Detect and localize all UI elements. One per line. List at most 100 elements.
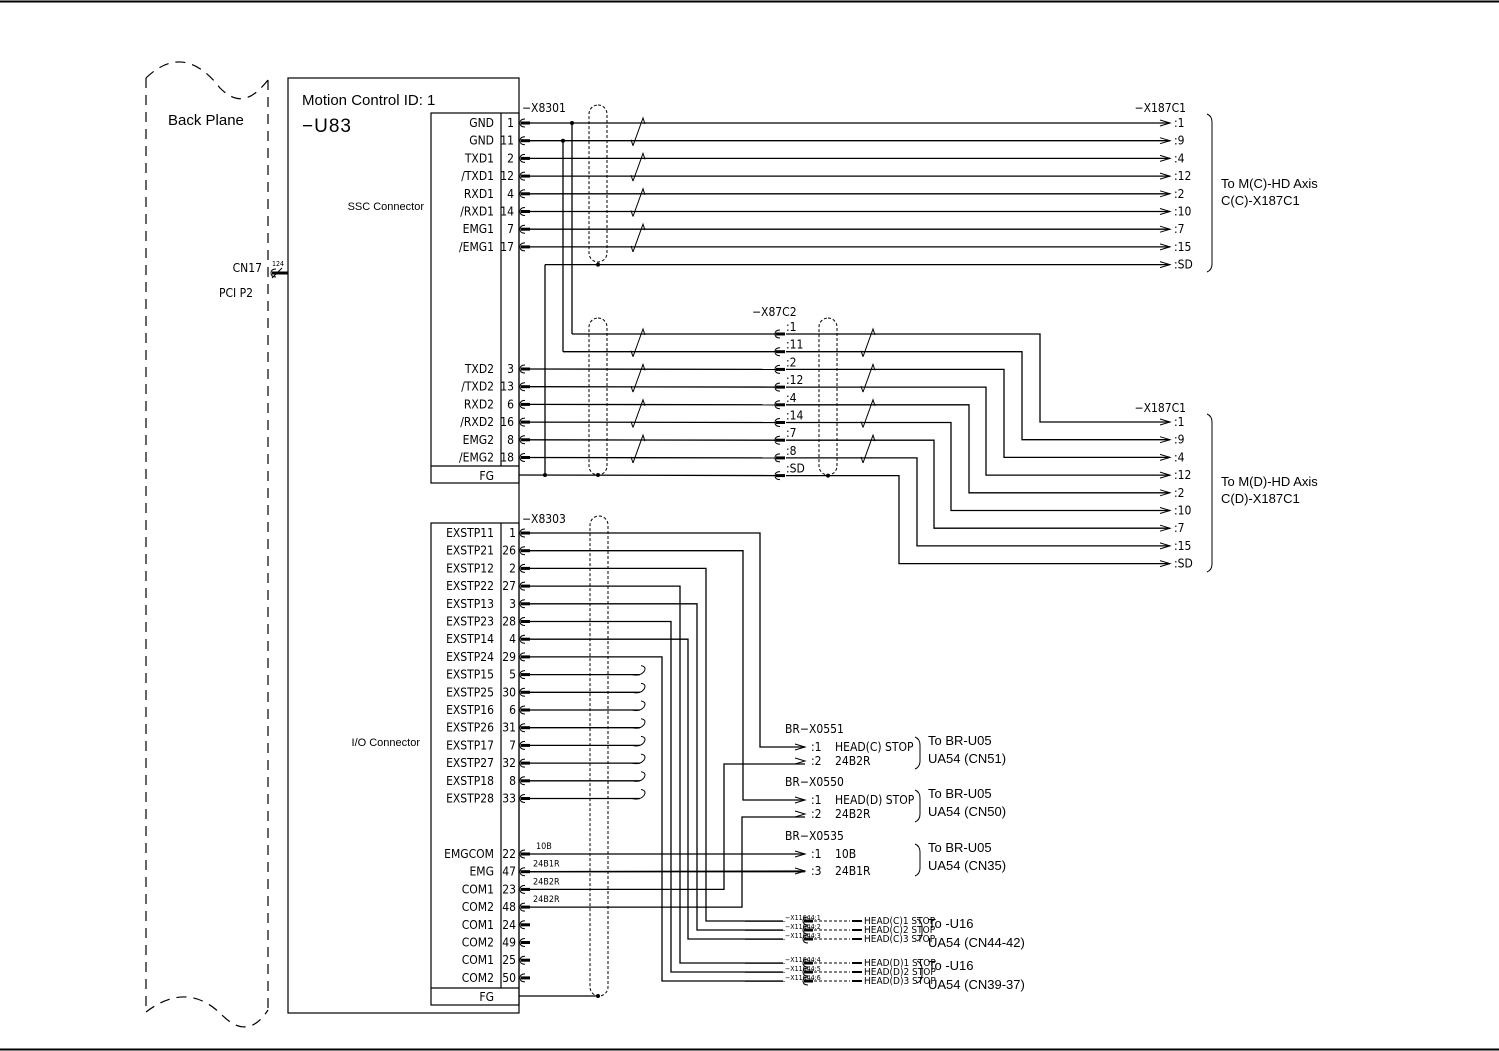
wire: [528, 763, 805, 891]
io-power-pin-number: 22: [502, 847, 516, 861]
cable-end-icon: [631, 665, 646, 676]
ssc-pin-number: 12: [500, 169, 514, 183]
head-stop-wire: [528, 603, 783, 931]
twisted-pair-icon: [632, 327, 646, 357]
shield-1-drain-dot: [596, 262, 600, 267]
ssc-signal-label: /RXD1: [460, 205, 494, 219]
axis-d-pin-label: :15: [1174, 539, 1191, 553]
io-socket-icon: [519, 687, 526, 697]
relay-axis-d-wire: [786, 386, 1170, 476]
head-destination: To -U16: [928, 916, 974, 931]
relay-axis-d-wire: [786, 421, 1170, 512]
io-power-signal-label: EMGCOM: [444, 847, 494, 861]
ssc-pin-number: 7: [507, 222, 514, 236]
io-power-pin-number: 47: [502, 865, 516, 879]
brake-pin-desc: 24B2R: [835, 754, 871, 768]
io-socket-icon: [519, 794, 526, 803]
axis-d-pin-label: :9: [1174, 433, 1185, 447]
brake-pin-label: :2: [811, 807, 822, 821]
head-socket-icon: [802, 967, 809, 977]
relay-axis-d-wire: [786, 474, 1170, 565]
ssc-connector-box: [430, 112, 520, 484]
arrow-icon: [794, 810, 807, 818]
head-signal-label: HEAD(D)1 STOP: [864, 958, 936, 969]
head-signal-label: HEAD(C)3 STOP: [864, 934, 936, 945]
backplane-connector: CN17: [233, 261, 262, 275]
brake-pin-desc: HEAD(C) STOP: [835, 740, 914, 754]
io-pin-number: 8: [509, 774, 516, 788]
io-signal-label: EXSTP16: [446, 703, 494, 717]
io-power-pin-number: 49: [502, 936, 516, 950]
ssc-pin-number: 14: [500, 205, 514, 219]
brake-pin-label: :3: [811, 864, 822, 878]
brake-pin-label: :1: [811, 847, 822, 861]
relay-axis-d-wire: [786, 457, 1170, 547]
io-socket-icon: [519, 902, 526, 912]
axis-c-destination: To M(C)-HD Axis: [1221, 176, 1318, 191]
ssc-socket-icon: [519, 242, 526, 252]
relay-axis-d-wire: [786, 439, 1170, 529]
io-power-pin-number: 24: [502, 918, 516, 932]
ssc-pin-number: 2: [507, 151, 514, 165]
twisted-pair-icon: [862, 327, 876, 357]
backplane-top-break: [145, 61, 269, 100]
io-socket-icon: [519, 867, 526, 877]
module-ref: −U83: [302, 116, 352, 137]
axis-c-pin-label: :10: [1174, 205, 1192, 219]
ssc-socket-icon: [519, 224, 526, 234]
backplane-bottom-break: [145, 996, 269, 1028]
bus-width-label: 124: [272, 260, 284, 268]
io-signal-label: EXSTP26: [446, 721, 494, 735]
io-signal-label: EXSTP27: [446, 756, 494, 770]
shield-3-drain-dot: [826, 473, 830, 478]
relay-axis-d-wire: [786, 368, 1170, 459]
head-socket-icon: [802, 916, 809, 926]
io-socket-icon: [519, 705, 526, 715]
io-socket-icon: [519, 955, 526, 965]
relay-pin-label: :12: [786, 373, 803, 387]
ssc-signal-label: /TXD1: [461, 169, 494, 183]
io-socket-icon: [519, 849, 526, 859]
io-socket-icon: [519, 581, 526, 591]
shield-io: [589, 515, 609, 997]
head-signal-label: HEAD(C)2 STOP: [864, 925, 936, 936]
io-signal-label: EXSTP11: [446, 526, 494, 540]
ssc-pin-number: 11: [500, 134, 514, 148]
twisted-pair-icon: [632, 433, 646, 464]
module-title: Motion Control ID: 1: [302, 92, 435, 109]
twisted-pair-icon: [632, 398, 646, 428]
ssc-signal-label: /RXD2: [460, 415, 494, 429]
relay-pin-label: :SD: [786, 462, 805, 476]
io-pin-number: 28: [502, 615, 516, 629]
io-pin-number: 31: [502, 721, 516, 735]
wire: [518, 474, 777, 477]
brake-pin-desc: 24B2R: [835, 807, 871, 821]
io-power-signal-label: EMG: [469, 865, 494, 879]
cable-end-icon: [631, 789, 646, 800]
axis-d-pin-label: :10: [1174, 504, 1192, 518]
twisted-pair-icon: [860, 421, 864, 428]
axis-d-pin-label: :4: [1174, 450, 1185, 464]
io-socket-icon: [519, 617, 526, 626]
axis-c-pin-label: :9: [1174, 134, 1185, 148]
ssc-pin-number: 17: [500, 240, 514, 254]
io-socket-icon: [519, 546, 526, 556]
head-signal-label: HEAD(C)1 STOP: [864, 916, 936, 927]
axis-d-destination: To M(D)-HD Axis: [1221, 474, 1318, 489]
brake-destination-sub: UA54 (CN51): [928, 751, 1006, 766]
relay-pin-label: :7: [786, 426, 797, 440]
group-brace-icon: [1206, 113, 1213, 273]
twisted-pair-icon: [632, 151, 646, 182]
io-power-signal-label: COM1: [462, 882, 494, 896]
twisted-pair-icon: [630, 456, 634, 464]
cable-end-icon: [631, 771, 646, 782]
axis-d-pin-label: :2: [1174, 486, 1185, 500]
io-socket-icon: [519, 758, 526, 768]
brake-pin-desc: 24B1R: [835, 864, 871, 878]
io-signal-label: EXSTP23: [446, 615, 494, 629]
twisted-pair-icon: [632, 222, 646, 253]
io-power-pin-number: 25: [502, 953, 516, 967]
shield-2: [588, 317, 608, 476]
relay-axis-d-wire: [786, 333, 1170, 423]
ssc-signal-label: /EMG2: [459, 451, 494, 465]
